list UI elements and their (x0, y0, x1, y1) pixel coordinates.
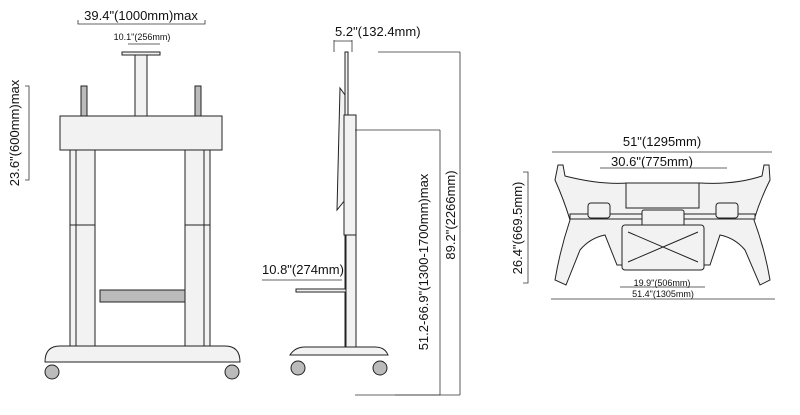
front-max-width-label: 39.4"(1000mm)max (84, 8, 198, 23)
top-view: 51"(1295mm) 30.6"(775mm) 26.4"(669.5mm) … (510, 134, 775, 300)
column-footprint (625, 182, 700, 209)
side-shelf (295, 288, 347, 293)
side-height-range-label: 51.2-66.9"(1300-1700mm)max (416, 173, 431, 350)
side-shelf-depth-label: 10.8"(274mm) (262, 262, 344, 277)
left-bracket (587, 202, 611, 219)
side-front-wheel (290, 360, 306, 376)
equipment-shelf (99, 289, 186, 303)
front-max-height-label: 23.6"(600mm)max (7, 79, 22, 186)
front-right-wheel (224, 364, 240, 380)
top-depth-label: 26.4"(669.5mm) (510, 182, 525, 275)
left-column (69, 149, 96, 347)
side-view: 5.2"(132.4mm) 51.2-66.9"(1300-1700mm)max… (262, 24, 461, 396)
front-pole-width-label: 10.1"(256mm) (114, 32, 171, 42)
right-column (184, 149, 211, 347)
top-shelf-width-label: 19.9"(506mm) (634, 278, 691, 288)
side-depth-label: 5.2"(132.4mm) (335, 24, 421, 39)
side-upper-column (343, 114, 357, 236)
side-lower-column (345, 234, 357, 349)
mount-crossbar (59, 115, 223, 151)
top-inner-width-label: 30.6"(775mm) (611, 154, 693, 169)
front-base (44, 345, 241, 363)
center-pole (134, 54, 148, 118)
side-total-height-label: 89.2"(2266mm) (443, 170, 458, 259)
right-bracket (715, 202, 739, 219)
front-view: 39.4"(1000mm)max 10.1"(256mm) 23.6"(600m… (7, 8, 241, 380)
side-base (289, 346, 389, 356)
top-base-width-label: 51.4"(1305mm) (632, 289, 694, 299)
front-left-wheel (44, 364, 60, 380)
side-rear-wheel (372, 360, 388, 376)
max-height-dim-line (25, 85, 30, 181)
max-width-dim-line (77, 20, 206, 25)
shelf-cross-brace (627, 231, 699, 263)
top-overall-width-label: 51"(1295mm) (623, 134, 701, 149)
total-height-dim-line (378, 51, 461, 396)
